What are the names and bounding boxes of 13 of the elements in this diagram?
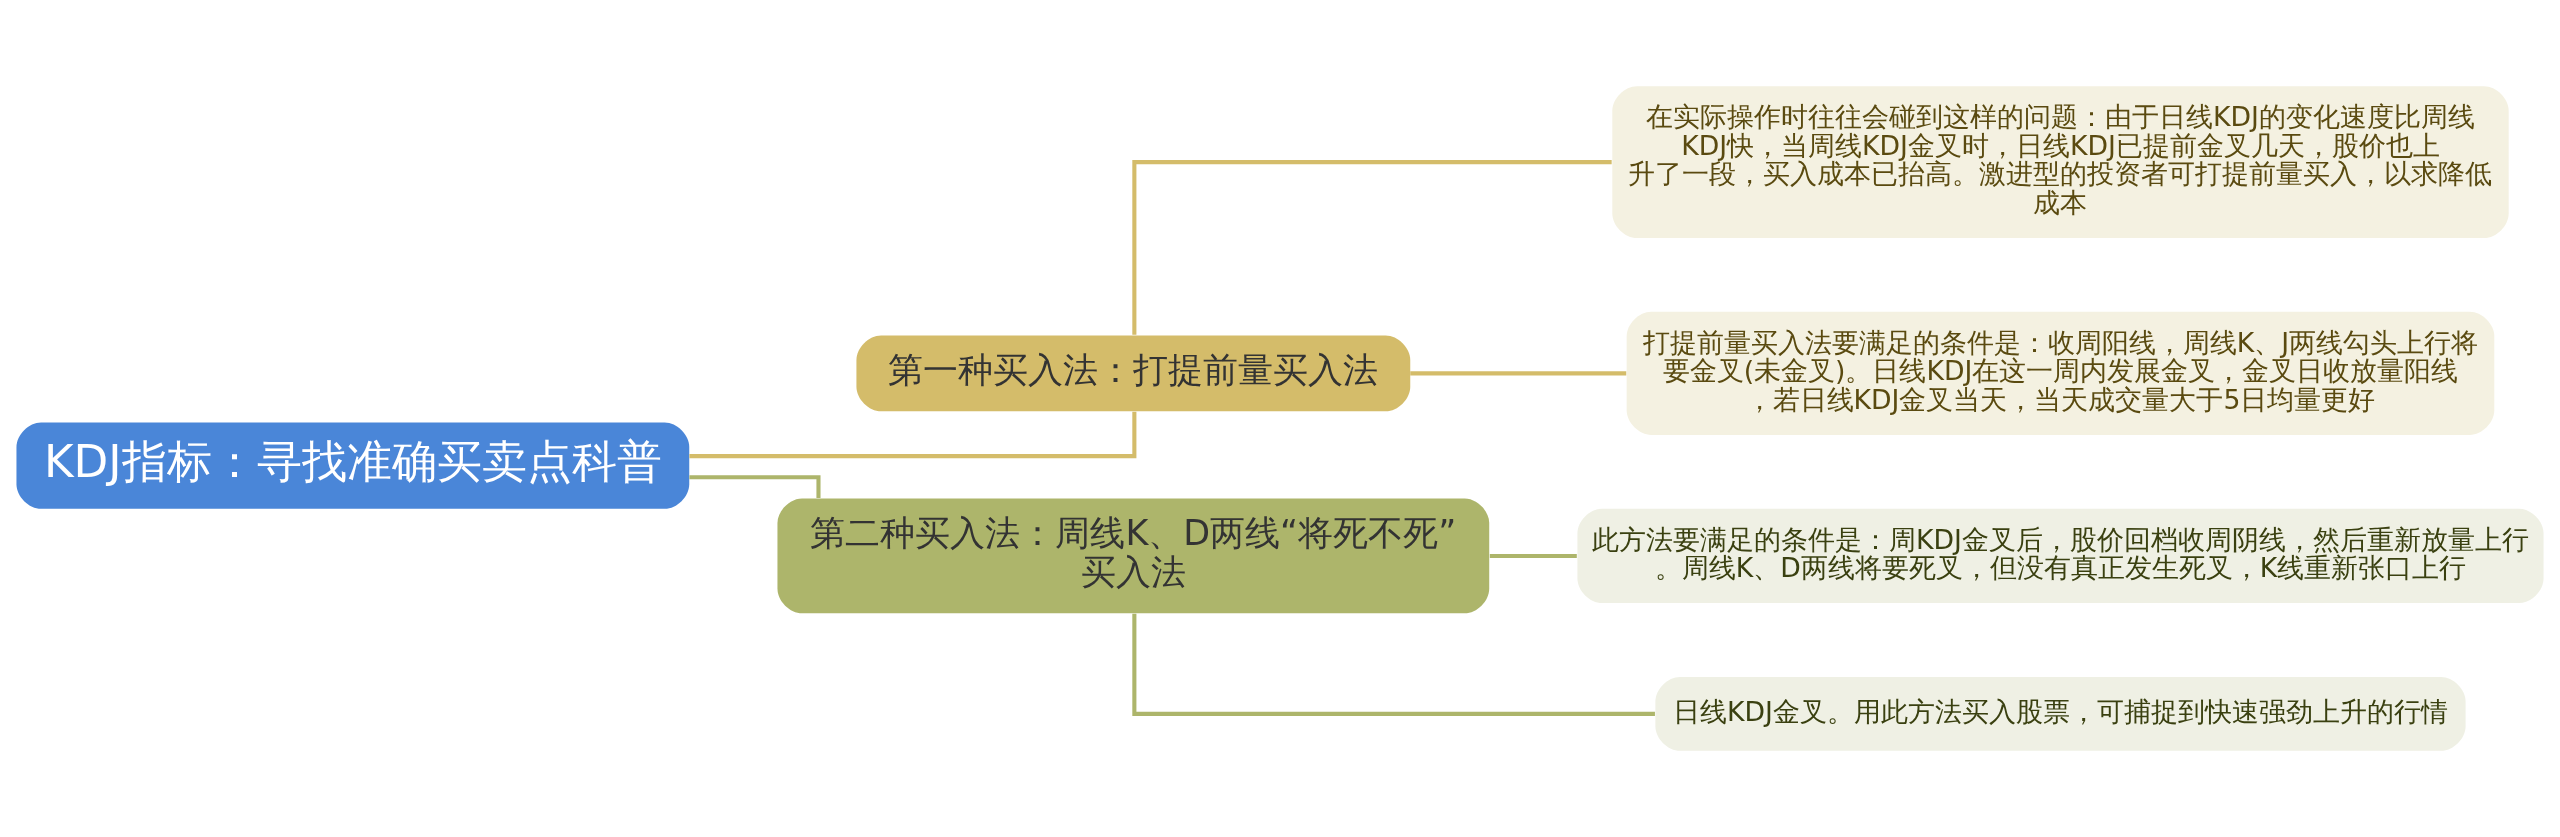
node-box: 第一种买入法：打提前量买入法 [856,335,1411,412]
node-box: 打提前量买入法要满足的条件是：收周阳线，周线K、J两线勾头上行将要金叉(未金叉)。日线KDJ在这一周内发展金叉，金叉日收放量阳线，若日线KDJ金叉当天，当天成交量大于5日均量更好 [1626,311,2495,435]
connector [1410,371,1627,376]
connector [1132,160,1612,335]
connector [1132,613,1655,716]
node-box: 日线KDJ金叉。用此方法买入股票，可捕捉到快速强劲上升的行情 [1655,676,2466,751]
node-box: 在实际操作时往往会碰到这样的问题：由于日线KDJ的变化速度比周线KDJ快，当周线KDJ金叉时，日线KDJ已提前金叉几天，股价也上升了一段，买入成本已抬高。激进型的投资者可打提前量买入，以求降低成本 [1612,86,2509,238]
node-box: 此方法要满足的条件是：周KDJ金叉后，股价回档收周阴线，然后重新放量上行。周线K、D两线将要死叉，但没有真正发生死叉，K线重新张口上行 [1577,508,2544,604]
connector [689,411,1137,459]
node-box: 第二种买入法：周线K、D两线“将死不死”买入法 [777,498,1490,614]
connector [689,475,821,498]
connector [1489,553,1577,558]
node-box: KDJ指标：寻找准确买卖点科普 [16,422,690,509]
